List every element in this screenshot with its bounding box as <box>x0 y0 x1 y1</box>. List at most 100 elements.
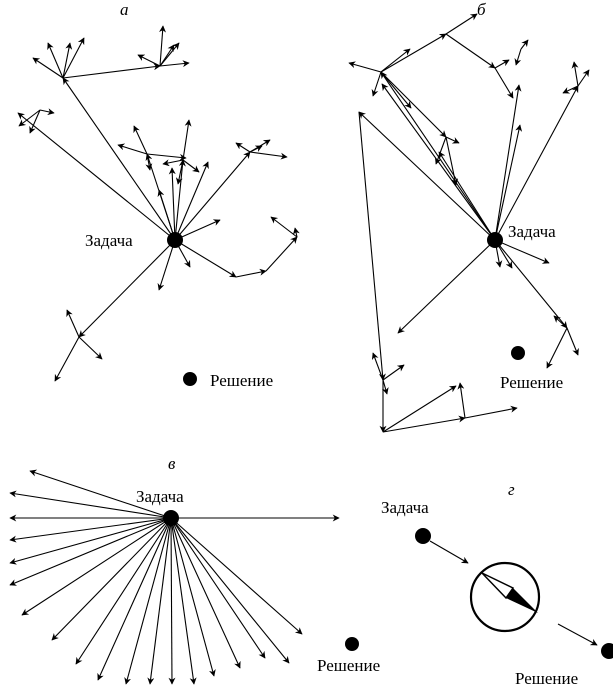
panel-b-arrow <box>348 61 382 73</box>
panel-v-letter: в <box>168 454 176 473</box>
panel-a-arrow <box>174 219 221 241</box>
panel-b-arrow <box>358 111 496 241</box>
panel-b-arrow <box>382 415 466 433</box>
panel-g-goal-dot <box>601 643 613 659</box>
panel-v-arrow <box>9 517 172 586</box>
panel-b-arrow <box>397 239 496 334</box>
panel-v-arrow <box>170 517 303 635</box>
panel-b-goal-label: Решение <box>500 373 563 392</box>
panel-a-arrow <box>292 227 300 238</box>
panel-a-arrow <box>249 151 288 160</box>
panel-b-arrow <box>371 352 384 381</box>
panel-b-arrow <box>445 13 478 35</box>
panel-a-arrow <box>174 159 186 241</box>
panel-b-arrow <box>381 379 389 395</box>
panel-a-arrow <box>18 109 41 127</box>
panel-a-start-dot <box>167 232 183 248</box>
panel-a-arrow <box>54 336 80 382</box>
panel-a-arrow <box>145 153 153 171</box>
panel-a-arrow <box>137 54 161 67</box>
panel-b-arrow <box>494 124 523 241</box>
panel-a-arrow <box>62 63 161 79</box>
panel-v: в Задача Решение <box>9 454 380 685</box>
panel-a-arrow <box>133 125 148 155</box>
panel-b-arrow <box>358 111 386 381</box>
panel-v-arrow <box>9 517 172 543</box>
panel-a-arrow <box>159 42 180 67</box>
panel-a-arrow <box>159 60 190 68</box>
panel-b-goal-dot <box>511 346 525 360</box>
panel-v-arrow <box>170 517 197 685</box>
panel-v-arrow <box>29 469 172 519</box>
panel-b-arrow <box>445 136 459 186</box>
panel-g-arrow-out <box>557 623 598 646</box>
panel-b-arrow <box>494 239 550 264</box>
panel-a-arrow <box>17 112 176 241</box>
panel-g-letter: г <box>508 480 515 499</box>
panel-a-arrow <box>168 167 176 241</box>
panel-a-arrow <box>175 159 184 185</box>
panel-b-arrow <box>380 48 411 73</box>
panel-a-letter: а <box>120 0 129 19</box>
panel-v-arrow <box>97 517 172 681</box>
panel-b-arrow <box>380 71 447 138</box>
panel-b-arrow <box>445 136 460 144</box>
panel-b-arrow <box>445 33 496 69</box>
panel-a-arrow <box>182 159 200 173</box>
panel-a-arrow <box>162 159 184 167</box>
panel-b-arrow <box>382 364 405 381</box>
panel-v-arrow <box>51 517 172 641</box>
panel-a-arrow <box>78 239 176 338</box>
panel-a-arrow <box>32 57 64 79</box>
panel-a-arrow <box>182 119 192 161</box>
panel-b-arrow <box>382 385 457 433</box>
panel-a-arrow <box>29 109 41 134</box>
panel-a-arrow <box>174 161 209 241</box>
panel-b-arrow <box>514 48 522 66</box>
panel-b-start-dot <box>487 232 503 248</box>
panel-a-arrow <box>157 239 176 291</box>
panel-v-arrows <box>9 469 340 685</box>
panel-a-arrow <box>47 42 64 79</box>
panel-v-arrow <box>75 517 172 665</box>
panel-g-start-label: Задача <box>381 498 429 517</box>
panel-b-arrows <box>348 13 590 433</box>
panel-a-arrow <box>249 145 263 153</box>
panel-b-arrow <box>562 85 579 94</box>
panel-b-arrow <box>494 59 510 69</box>
panel-a-arrow <box>62 37 85 79</box>
panel-a-arrow <box>174 239 237 278</box>
panel-v-goal-label: Решение <box>317 656 380 675</box>
panel-v-start-dot <box>163 510 179 526</box>
panel-g-start-dot <box>415 528 431 544</box>
panel-a-arrow <box>157 189 176 241</box>
panel-b-arrow <box>494 239 568 329</box>
panel-b-arrow <box>464 405 518 419</box>
panel-a-arrow <box>235 268 267 278</box>
panel-v-arrow <box>124 517 172 685</box>
panel-v-goal-dot <box>345 637 359 651</box>
panel-b-arrow <box>434 136 447 165</box>
panel-b-arrow <box>381 83 496 241</box>
panel-b-letter: б <box>477 0 486 19</box>
panel-a: а Задача Решение <box>17 0 300 390</box>
panel-a-arrow <box>66 309 80 338</box>
panel-a-arrow <box>265 236 298 272</box>
panel-a-goal-label: Решение <box>210 371 273 390</box>
panel-b-arrow <box>438 151 496 241</box>
panel-a-goal-dot <box>183 372 197 386</box>
panel-b-arrow <box>371 71 382 97</box>
panel-b-arrow <box>380 33 447 73</box>
panel-b-start-label: Задача <box>508 222 556 241</box>
panel-g: г Задача Решение <box>381 480 613 688</box>
panel-v-arrow <box>170 517 290 664</box>
panel-g-arrow-in <box>429 540 469 564</box>
panel-a-arrow <box>270 216 298 238</box>
panel-b-arrow <box>553 315 568 329</box>
panel-a-arrows <box>17 25 300 382</box>
panel-v-arrow <box>170 517 241 669</box>
panel-a-arrow <box>117 143 148 155</box>
panel-v-arrow <box>147 517 172 685</box>
panel-b: б Задача Решение <box>348 0 590 433</box>
